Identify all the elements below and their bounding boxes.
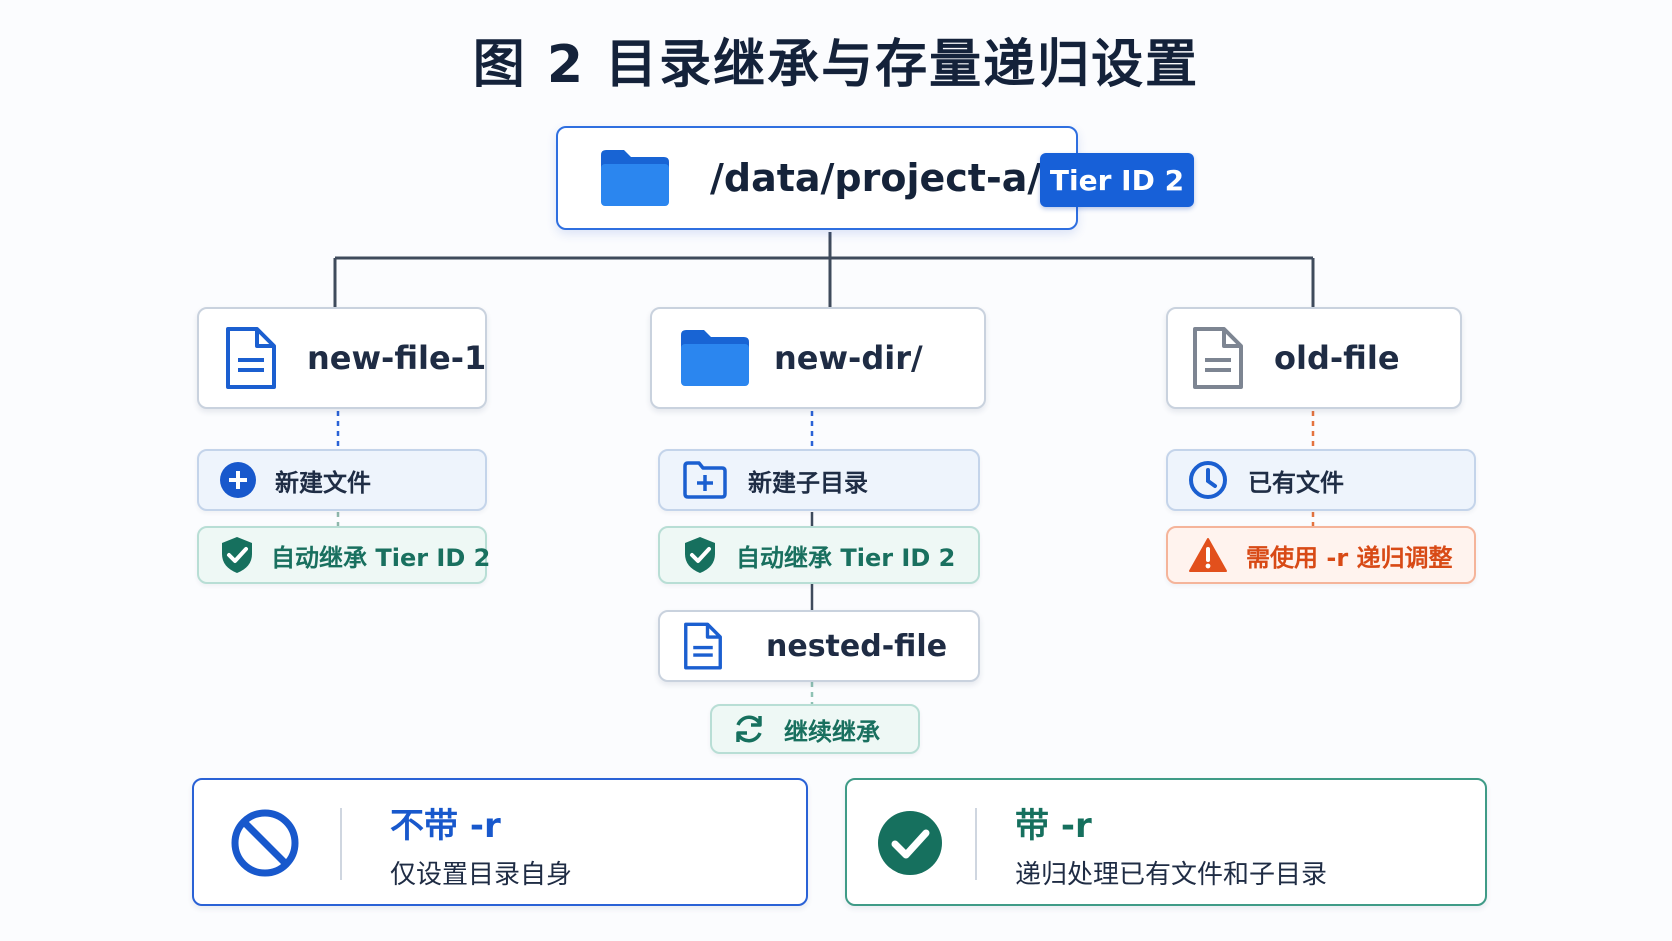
check-circle-icon bbox=[875, 808, 945, 878]
nested-file-name: nested-file bbox=[766, 628, 948, 664]
shield-check-icon bbox=[219, 535, 255, 575]
shield-check-icon bbox=[682, 535, 718, 575]
nested-file-card: nested-file bbox=[658, 610, 980, 682]
status-new-file: 新建文件 bbox=[197, 449, 487, 511]
status-label: 新建文件 bbox=[275, 468, 371, 497]
folder-icon bbox=[598, 146, 672, 210]
child-name: new-dir/ bbox=[774, 339, 923, 377]
status-existing-file: 已有文件 bbox=[1166, 449, 1476, 511]
child-name: old-file bbox=[1274, 339, 1400, 377]
diagram-title: 图 2 目录继承与存量递归设置 bbox=[472, 35, 1200, 95]
file-gray-icon bbox=[1190, 324, 1246, 392]
plus-circle-icon bbox=[219, 461, 257, 499]
status-new-subdir: 新建子目录 bbox=[658, 449, 980, 511]
legend-with-r: 带 -r 递归处理已有文件和子目录 bbox=[845, 778, 1487, 906]
folder-icon bbox=[678, 326, 752, 390]
result-auto-inherit: 自动继承 Tier ID 2 bbox=[197, 526, 491, 584]
status-label: 已有文件 bbox=[1248, 468, 1344, 497]
clock-icon bbox=[1188, 460, 1228, 500]
result-label: 继续继承 bbox=[784, 717, 880, 746]
status-label: 新建子目录 bbox=[748, 468, 868, 497]
legend-heading: 带 -r bbox=[1015, 806, 1092, 846]
root-directory-card: /data/project-a/ bbox=[556, 126, 1078, 230]
result-label: 自动继承 Tier ID 2 bbox=[736, 543, 956, 572]
file-icon bbox=[223, 324, 279, 392]
legend-description: 递归处理已有文件和子目录 bbox=[1015, 860, 1328, 890]
no-entry-icon bbox=[230, 808, 300, 878]
warning-icon bbox=[1188, 537, 1228, 573]
legend-separator bbox=[340, 808, 342, 880]
result-continue-inherit: 继续继承 bbox=[710, 704, 920, 754]
tree-connector bbox=[333, 232, 1315, 307]
legend-description: 仅设置目录自身 bbox=[390, 860, 573, 890]
child-card-new-dir: new-dir/ bbox=[650, 307, 986, 409]
result-label: 需使用 -r 递归调整 bbox=[1246, 543, 1453, 572]
child-card-new-file-1: new-file-1 bbox=[197, 307, 487, 409]
file-icon bbox=[682, 620, 724, 672]
tier-id-badge: Tier ID 2 bbox=[1040, 153, 1194, 207]
child-name: new-file-1 bbox=[307, 339, 487, 377]
result-auto-inherit: 自动继承 Tier ID 2 bbox=[658, 526, 980, 584]
root-path: /data/project-a/ bbox=[710, 156, 1042, 200]
legend-heading: 不带 -r bbox=[390, 806, 501, 846]
result-needs-recursive: 需使用 -r 递归调整 bbox=[1166, 526, 1476, 584]
folder-plus-icon bbox=[682, 460, 728, 500]
legend-without-r: 不带 -r 仅设置目录自身 bbox=[192, 778, 808, 906]
legend-separator bbox=[975, 808, 977, 880]
result-label: 自动继承 Tier ID 2 bbox=[271, 543, 491, 572]
refresh-icon bbox=[732, 712, 766, 746]
child-card-old-file: old-file bbox=[1166, 307, 1462, 409]
